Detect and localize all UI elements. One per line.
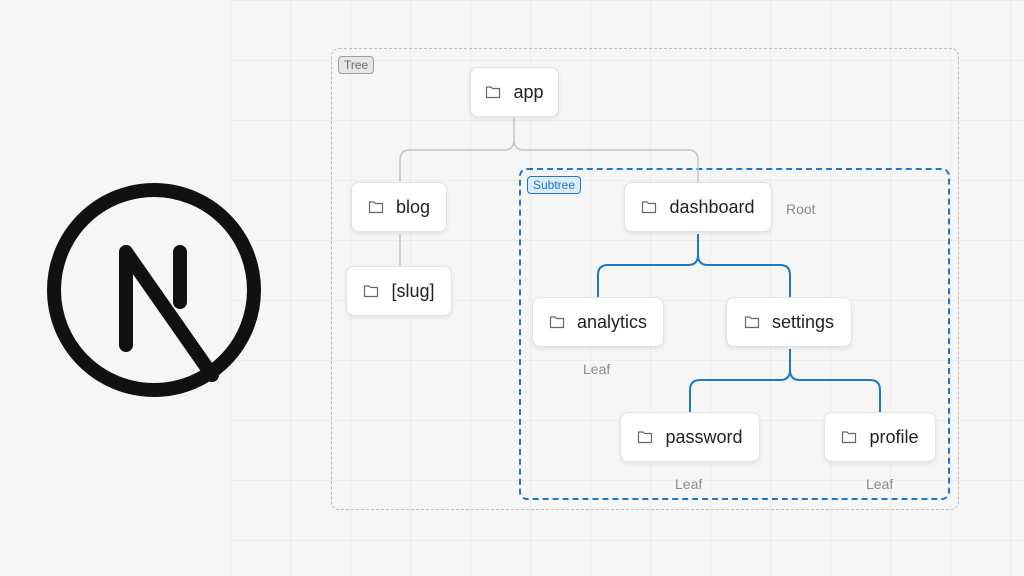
node-label: password [665,426,743,447]
node-label: settings [771,311,835,332]
subtree-tag: Subtree [527,176,582,194]
node-settings[interactable]: settings [726,297,852,347]
node-label: [slug] [391,280,435,301]
node-app[interactable]: app [470,67,559,117]
edge-app-children [399,118,699,182]
node-profile[interactable]: profile [824,412,936,462]
folder-icon [642,201,657,214]
node-label: blog [395,196,431,217]
tree-tag: Tree [338,56,375,74]
folder-icon [842,431,857,444]
node-blog[interactable]: blog [351,182,447,232]
folder-icon [368,201,384,214]
node-label: dashboard [669,196,755,217]
leaf-note-password: Leaf [675,476,703,492]
folder-icon [549,316,565,329]
folder-icon [364,285,379,298]
edge-settings-children [689,349,881,412]
folder-icon [486,86,501,99]
node-label: profile [869,426,919,447]
folder-icon [744,316,760,329]
node-label: analytics [576,311,648,332]
edge-dashboard-children [597,234,791,297]
subtree-frame [519,168,950,500]
root-note: Root [786,201,816,217]
node-password[interactable]: password [620,412,760,462]
folder-icon [638,431,653,444]
node-slug[interactable]: [slug] [346,266,452,316]
nextjs-logo-icon [47,183,261,397]
node-dashboard[interactable]: dashboard [624,182,772,232]
leaf-note-analytics: Leaf [583,361,611,377]
tree-frame [331,48,959,510]
node-analytics[interactable]: analytics [532,297,664,347]
leaf-note-profile: Leaf [866,476,894,492]
node-label: app [513,81,544,102]
